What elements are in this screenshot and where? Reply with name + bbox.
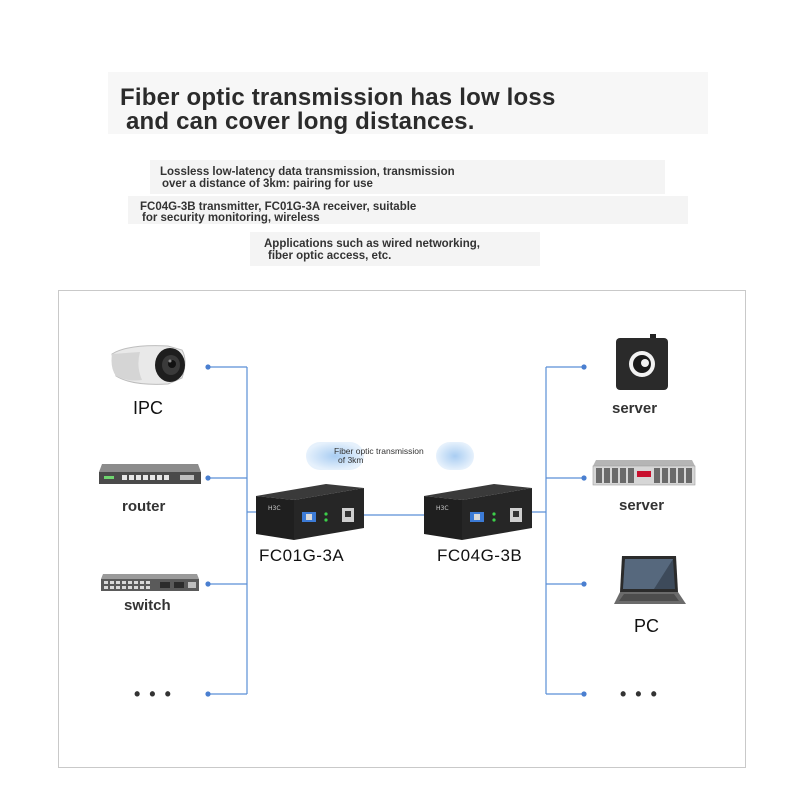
- headline-line-1: Fiber optic transmission has low loss: [120, 84, 556, 111]
- brand-logo-right: H3C: [436, 505, 449, 512]
- note-1-line-1: Lossless low-latency data transmission, …: [160, 166, 455, 178]
- server-box-icon: [616, 334, 668, 390]
- fiber-note-line-1: Fiber optic transmission: [334, 446, 424, 456]
- brand-logo-left: H3C: [268, 505, 281, 512]
- note-band-2: [128, 196, 688, 224]
- fiber-note-line-2: of 3km: [338, 455, 364, 465]
- converter-model-right: FC04G-3B: [437, 546, 523, 565]
- note-band-1: [150, 160, 665, 194]
- device-label-server-1: server: [612, 400, 658, 417]
- more-devices-right: • • •: [620, 684, 659, 704]
- note-2-line-1: FC04G-3B transmitter, FC01G-3A receiver,…: [140, 201, 417, 213]
- router-icon: [99, 464, 201, 484]
- headline-line-2: and can cover long distances.: [126, 108, 475, 135]
- device-label-server-2: server: [619, 497, 665, 514]
- media-converter-right-icon: H3C: [424, 484, 532, 540]
- note-1-line-2: over a distance of 3km: pairing for use: [162, 178, 373, 190]
- laptop-icon: [614, 556, 686, 604]
- headline-banner: Fiber optic transmission has low loss an…: [108, 72, 708, 135]
- media-converter-left-icon: H3C: [256, 484, 364, 540]
- ip-camera-icon: [111, 345, 186, 385]
- device-label-ipc: IPC: [133, 398, 164, 418]
- switch-icon: [101, 574, 199, 591]
- note-3-line-1: Applications such as wired networking,: [264, 238, 480, 250]
- converter-model-left: FC01G-3A: [259, 546, 345, 565]
- device-label-pc: PC: [634, 616, 660, 636]
- fiber-link-bubbles: [306, 442, 474, 470]
- more-devices-left: • • •: [134, 684, 173, 704]
- rack-server-icon: [592, 460, 696, 486]
- device-label-router: router: [122, 498, 166, 515]
- note-band-3: [250, 232, 540, 266]
- note-3-line-2: fiber optic access, etc.: [268, 250, 392, 262]
- device-label-switch: switch: [124, 597, 171, 614]
- note-2-line-2: for security monitoring, wireless: [142, 212, 320, 224]
